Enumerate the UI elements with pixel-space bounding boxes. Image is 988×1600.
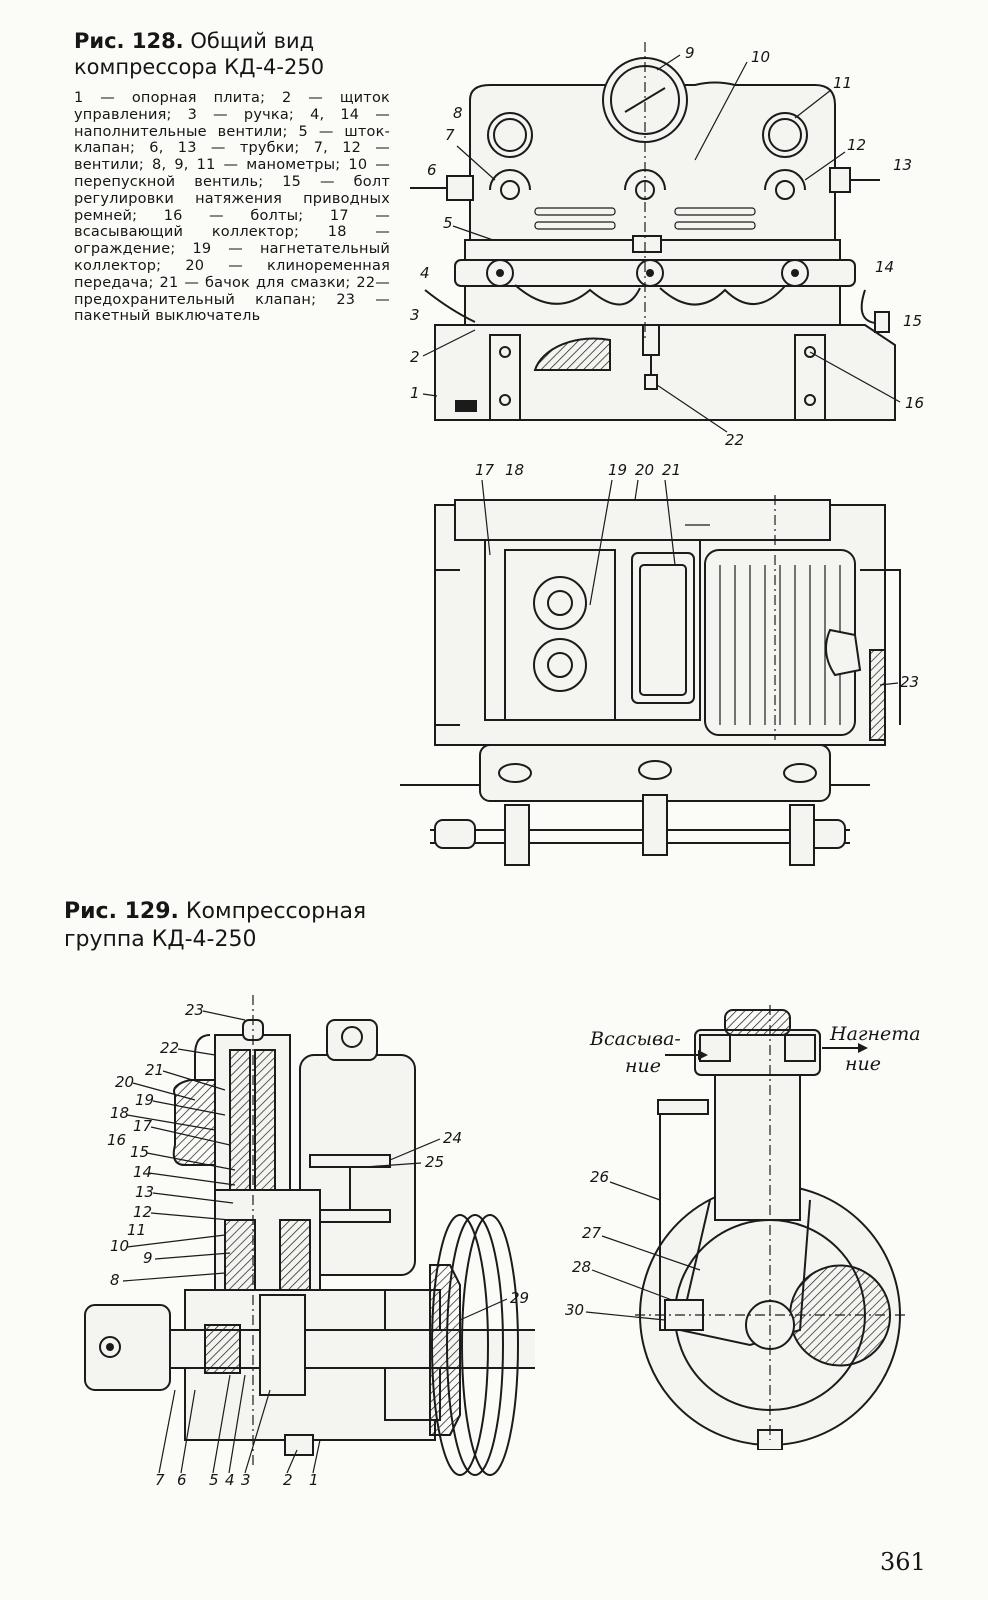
figure-129-caption: Рис. 129. Компрессорная группа КД-4-250 — [64, 898, 394, 954]
callout-23: 23 — [185, 1001, 204, 1019]
figure-128-label: Рис. 128. — [74, 29, 184, 53]
callout-22: 22 — [725, 431, 744, 449]
callout-5: 5 — [209, 1471, 219, 1489]
callout-25: 25 — [425, 1153, 444, 1171]
callout-13: 13 — [893, 156, 912, 174]
flow-out-line2: ние — [845, 1053, 881, 1075]
callout-18: 18 — [110, 1104, 129, 1122]
callout-19: 19 — [135, 1091, 154, 1109]
figure-129-label: Рис. 129. — [64, 899, 179, 924]
figure-128-title: Общий вид компрессора КД-4-250 — [74, 29, 325, 79]
callout-1: 1 — [410, 384, 420, 402]
callout-4: 4 — [225, 1471, 235, 1489]
callout-13: 13 — [135, 1183, 154, 1201]
callout-30: 30 — [565, 1301, 584, 1319]
callout-3: 3 — [241, 1471, 251, 1489]
callout-5: 5 — [443, 214, 453, 232]
figure-129-title: Компрессорная группа КД-4-250 — [64, 899, 367, 952]
callout-15: 15 — [130, 1143, 149, 1161]
callout-6: 6 — [427, 161, 437, 179]
callout-17: 17 — [133, 1117, 153, 1135]
figure-128-front-view: 9 10 8 11 7 12 6 13 5 4 14 3 15 2 16 1 2… — [410, 42, 924, 449]
callout-9: 9 — [143, 1249, 153, 1267]
callout-20: 20 — [115, 1073, 134, 1091]
callout-9: 9 — [685, 44, 695, 62]
callout-17: 17 — [475, 461, 495, 479]
callout-10: 10 — [110, 1237, 129, 1255]
callout-8: 8 — [110, 1271, 120, 1289]
figure-128-legend: 1 — опорная плита; 2 — щиток управления;… — [74, 90, 390, 325]
callout-8: 8 — [453, 104, 463, 122]
callout-14: 14 — [875, 258, 894, 276]
figure-129-side-view: Всасыва- ние Нагнета ние 26 27 28 30 — [565, 1005, 921, 1450]
callout-19: 19 — [608, 461, 627, 479]
callout-18: 18 — [505, 461, 524, 479]
callout-28: 28 — [572, 1258, 591, 1276]
callout-20: 20 — [635, 461, 654, 479]
callout-3: 3 — [410, 306, 420, 324]
callout-12: 12 — [847, 136, 866, 154]
callout-7: 7 — [155, 1471, 165, 1489]
callout-15: 15 — [903, 312, 922, 330]
callout-24: 24 — [443, 1129, 462, 1147]
callout-21: 21 — [662, 461, 681, 479]
callout-21: 21 — [145, 1061, 164, 1079]
callout-27: 27 — [582, 1224, 602, 1242]
callout-11: 11 — [127, 1221, 146, 1239]
flow-in-line2: ние — [625, 1055, 661, 1077]
figure-129-top-view: 17 18 19 20 21 23 — [400, 461, 919, 866]
callout-22: 22 — [160, 1039, 179, 1057]
callout-23: 23 — [900, 673, 919, 691]
figure-129-section-view: 23 22 21 20 19 18 17 16 15 14 13 12 11 1… — [84, 995, 535, 1489]
flow-in-line1: Всасыва- — [589, 1028, 681, 1050]
callout-12: 12 — [133, 1203, 152, 1221]
callout-10: 10 — [751, 48, 770, 66]
callout-14: 14 — [133, 1163, 152, 1181]
figure-128-caption: Рис. 128. Общий вид компрессора КД-4-250 — [74, 28, 389, 80]
callout-6: 6 — [177, 1471, 187, 1489]
callout-16: 16 — [107, 1131, 126, 1149]
callout-2: 2 — [283, 1471, 293, 1489]
callout-2: 2 — [410, 348, 420, 366]
callout-29: 29 — [510, 1289, 529, 1307]
callout-16: 16 — [905, 394, 924, 412]
callout-11: 11 — [833, 74, 852, 92]
callout-26: 26 — [590, 1168, 609, 1186]
flow-out-line1: Нагнета — [829, 1023, 921, 1045]
callout-1: 1 — [309, 1471, 319, 1489]
callout-4: 4 — [420, 264, 430, 282]
callout-7: 7 — [445, 126, 455, 144]
page-number: 361 — [880, 1548, 926, 1576]
